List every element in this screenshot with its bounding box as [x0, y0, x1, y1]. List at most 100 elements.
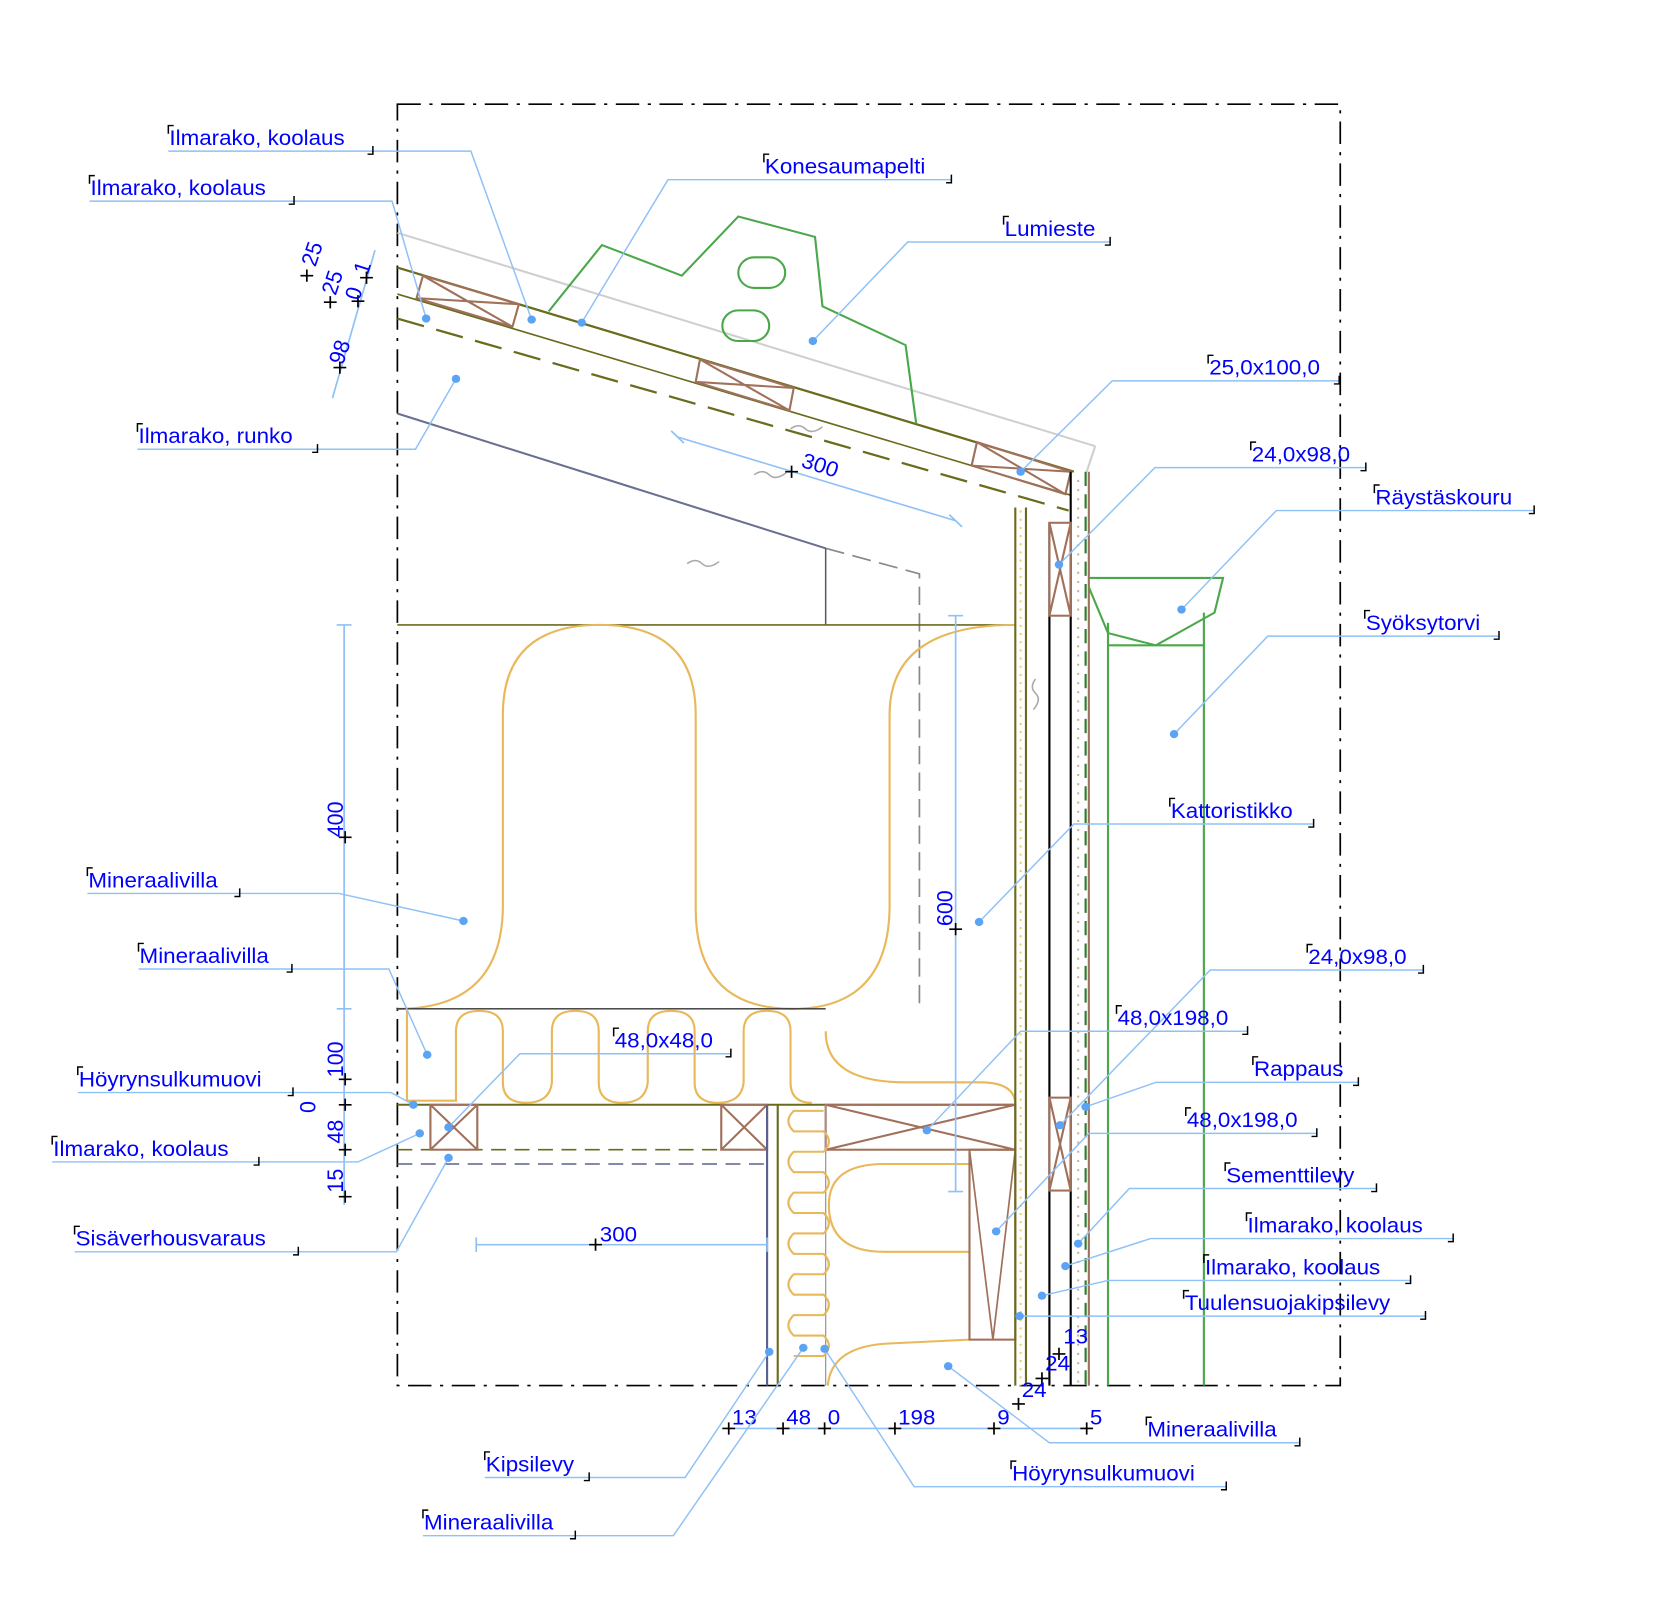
- label-bracket: [1169, 797, 1315, 828]
- roof-outline-grey-end: [1085, 445, 1097, 473]
- label-sisaverhousvaraus: Sisäverhousvaraus: [73, 1153, 453, 1256]
- label-text: 48,0x198,0: [1118, 1006, 1229, 1030]
- label-batten-48x48: 48,0x48,0: [444, 1027, 732, 1132]
- label-bracket: [1207, 354, 1340, 385]
- label-text: Mineraalivilla: [1147, 1417, 1277, 1441]
- dim-bottom-5: 5: [1090, 1405, 1102, 1429]
- label-batten-24x98-lower: 24,0x98,0: [1055, 943, 1425, 1130]
- roof-battens: [415, 274, 1072, 496]
- label-text: Kipsilevy: [486, 1452, 574, 1476]
- leader-dot: [1169, 730, 1179, 739]
- label-syoksytorvi: Syöksytorvi: [1169, 609, 1500, 739]
- label-text: Mineraalivilla: [140, 943, 270, 967]
- break-mark: [753, 470, 787, 479]
- label-batten-24x98-upper: 24,0x98,0: [1054, 441, 1367, 569]
- label-bracket: [136, 423, 319, 454]
- label-text: 24,0x98,0: [1252, 442, 1350, 466]
- dim-roof-98: 98: [324, 337, 356, 367]
- roof-assembly: [397, 231, 1097, 1009]
- label-text: 25,0x100,0: [1209, 355, 1320, 379]
- dim-roof-spacing: 300: [799, 448, 842, 482]
- leader-dot: [527, 315, 536, 324]
- label-text: Konesaumapelti: [765, 154, 925, 178]
- leader-dot: [422, 1050, 432, 1059]
- label-bracket: [1182, 1289, 1427, 1320]
- dim-bottom-13: 13: [732, 1405, 757, 1429]
- dim-ceiling-0: 0: [295, 1101, 321, 1113]
- leader-dot: [421, 314, 431, 323]
- label-rappaus: Rappaus: [1081, 1056, 1360, 1111]
- leader-dot: [1081, 1102, 1090, 1111]
- label-bracket: [1002, 215, 1111, 246]
- label-text: Rappaus: [1254, 1057, 1344, 1081]
- label-mineraalivilla-wall: Mineraalivilla: [943, 1362, 1301, 1447]
- leader-line: [995, 1132, 1317, 1232]
- leader-dot: [1016, 467, 1025, 476]
- leader-dot: [943, 1362, 953, 1371]
- leader-dot: [1054, 560, 1064, 569]
- leader-dot: [444, 1123, 453, 1132]
- label-batten-25x100: 25,0x100,0: [1016, 354, 1340, 476]
- dim-bottom-0: 0: [828, 1405, 840, 1429]
- label-stud-48x198: 48,0x198,0: [991, 1107, 1318, 1236]
- wall-mineral-wool: [787, 1109, 830, 1357]
- leader-dot: [922, 1126, 932, 1135]
- leader-dot: [415, 1129, 425, 1138]
- leader-dot: [1061, 1262, 1070, 1271]
- label-bracket: [51, 1135, 260, 1166]
- leader-dot: [1015, 1312, 1024, 1321]
- leader-line: [74, 1157, 450, 1253]
- label-bracket: [1203, 1254, 1412, 1285]
- rafter-bottom-line: [397, 412, 827, 550]
- label-joist-48x198: 48,0x198,0: [922, 1005, 1249, 1135]
- label-ilmarako-koolaus-ceiling: Ilmarako, koolaus: [51, 1129, 425, 1166]
- gutter-and-downpipe: [1087, 576, 1225, 1386]
- dim-wall-600: 600: [932, 890, 958, 926]
- label-text: Syöksytorvi: [1366, 610, 1480, 634]
- leader-line: [77, 1091, 414, 1106]
- label-bracket: [612, 1027, 732, 1058]
- leader-line: [447, 1053, 731, 1128]
- mineral-wool-upper: [397, 623, 1016, 1010]
- snow-guard: [547, 215, 918, 424]
- dim-right-24b: 24: [1022, 1377, 1047, 1401]
- label-lumieste: Lumieste: [808, 215, 1111, 346]
- label-bracket: [1364, 609, 1500, 640]
- label-bracket: [1252, 1056, 1360, 1087]
- wall-mineral-wool-main: [826, 1162, 970, 1386]
- leader-line: [823, 1348, 1227, 1488]
- break-mark: [1031, 678, 1040, 711]
- leader-line: [1173, 635, 1499, 735]
- label-bracket: [1250, 441, 1367, 472]
- leader-line: [1058, 466, 1366, 566]
- label-ilmarako-koolaus-wall-1: Ilmarako, koolaus: [1061, 1212, 1454, 1271]
- label-text: Mineraalivilla: [424, 1510, 554, 1534]
- leader-dot: [1055, 1121, 1065, 1130]
- dim-right-24a: 24: [1045, 1351, 1070, 1375]
- leader-line: [1180, 509, 1535, 611]
- label-bracket: [77, 1066, 294, 1097]
- label-bracket: [1185, 1107, 1318, 1138]
- leader-line: [926, 1030, 1248, 1131]
- label-text: Höyrynsulkumuovi: [1012, 1461, 1195, 1485]
- detail-frame: [396, 103, 1342, 1387]
- label-text: 48,0x198,0: [1187, 1108, 1298, 1132]
- leader-line: [978, 823, 1314, 923]
- label-text: Räystäskouru: [1375, 485, 1512, 509]
- leader-dot: [820, 1344, 829, 1353]
- dimension-ticks: [300, 269, 1094, 1435]
- leader-dot: [451, 374, 461, 383]
- label-kipsilevy: Kipsilevy: [484, 1347, 774, 1482]
- leader-line: [947, 1365, 1300, 1444]
- leader-dot: [764, 1347, 774, 1356]
- gutter: [1087, 576, 1225, 647]
- label-bracket: [1010, 1460, 1228, 1491]
- label-raystaskouru: Räystäskouru: [1177, 484, 1535, 614]
- label-ilmarako-koolaus-1: Ilmarako, koolaus: [167, 124, 536, 324]
- leader-line: [484, 1351, 770, 1479]
- label-bracket: [137, 942, 293, 973]
- label-tuulensuojakipsilevy: Tuulensuojakipsilevy: [1015, 1289, 1427, 1321]
- wall-battens: [1048, 521, 1072, 1192]
- label-konesaumapelti: Konesaumapelti: [577, 153, 953, 327]
